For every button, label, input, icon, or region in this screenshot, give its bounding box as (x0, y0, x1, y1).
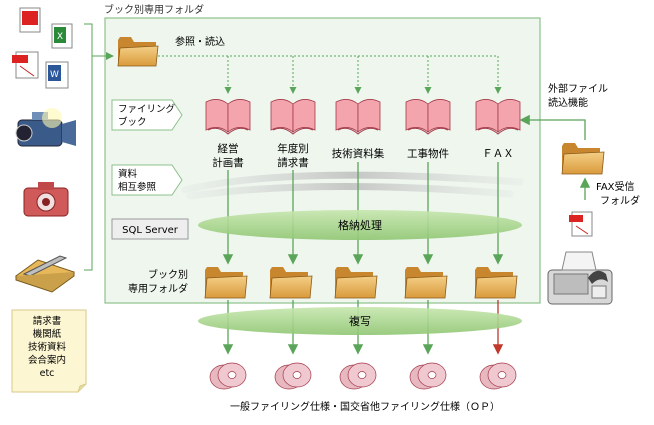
camcorder-icon (15, 108, 76, 147)
book-icon (335, 99, 381, 135)
camera-icon (23, 182, 69, 217)
folder-icon (269, 267, 313, 299)
book-label: 請求書 (277, 156, 309, 169)
svg-text:相互参照: 相互参照 (118, 181, 157, 193)
pdf-icon (569, 211, 593, 237)
folder-icon (474, 267, 518, 299)
folder-row (204, 267, 518, 299)
disc-icon (274, 362, 312, 390)
copy-process-ellipse: 複写 (198, 307, 522, 335)
disc-icon (209, 362, 247, 390)
folder-icon (404, 267, 448, 299)
book-icon (205, 99, 251, 135)
svg-text:etc: etc (40, 368, 55, 379)
svg-text:格納処理: 格納処理 (338, 218, 382, 232)
footer-caption: 一般ファイリング仕様・国交省他ファイリング仕様（ＯＰ） (230, 400, 500, 413)
pdf-icon (19, 7, 41, 33)
svg-text:複写: 複写 (349, 314, 371, 328)
disc-icon (409, 362, 447, 390)
excel-icon: X (51, 23, 73, 49)
book-label: 年度別 (277, 142, 309, 155)
book-icon (405, 99, 451, 135)
book-label: 計画書 (212, 156, 244, 169)
store-process-ellipse: 格納処理 (198, 210, 522, 240)
disc-icon (339, 362, 377, 390)
book-label: 経営 (218, 142, 239, 155)
book-label: 技術資料集 (332, 147, 385, 160)
folder-icon (334, 267, 378, 299)
word-icon: W (45, 61, 69, 89)
document-types-note: 請求書 機関紙 技術資料 会合案内 etc (11, 309, 87, 393)
scanner-icon (14, 255, 76, 293)
disc-icon (479, 362, 517, 390)
svg-text:X: X (57, 32, 63, 42)
svg-text:W: W (50, 70, 59, 80)
svg-text:資料: 資料 (118, 168, 138, 180)
book-icon (475, 99, 521, 135)
disc-row (209, 362, 517, 390)
svg-text:請求書: 請求書 (33, 315, 62, 327)
fax-folder-label: フォルダ (600, 194, 640, 207)
pdf-icon (12, 51, 39, 79)
book-row (205, 99, 521, 135)
book-label: ＦＡＸ (482, 148, 514, 160)
fax-folder-icon (561, 143, 605, 175)
cross-ref-tag: 資料 相互参照 (111, 164, 183, 196)
folder-icon (204, 267, 248, 299)
book-label: 工事物件 (407, 147, 449, 160)
top-folder-label: ブック別専用フォルダ (104, 3, 204, 16)
book-folder-label: 専用フォルダ (128, 282, 188, 295)
sql-server-box: SQL Server (111, 218, 189, 240)
book-folder-label: ブック別 (148, 268, 188, 281)
cross-ref-arcs (181, 171, 524, 200)
book-icon (270, 99, 316, 135)
svg-text:ファイリング: ファイリング (118, 103, 176, 115)
main-panel (104, 17, 541, 304)
svg-text:会合案内: 会合案内 (28, 354, 66, 366)
svg-text:SQL Server: SQL Server (122, 225, 179, 236)
top-folder-icon (117, 37, 159, 67)
external-label: 外部ファイル (548, 82, 608, 95)
external-label: 読込機能 (548, 96, 588, 109)
svg-text:機関紙: 機関紙 (33, 328, 62, 340)
filing-book-tag: ファイリング ブック (111, 99, 183, 131)
svg-text:ブック: ブック (118, 116, 147, 128)
fax-machine-icon (547, 251, 613, 305)
svg-text:技術資料: 技術資料 (28, 341, 67, 353)
input-icons: X W (12, 7, 76, 293)
fax-folder-label: FAX受信 (596, 181, 635, 193)
ref-label: 参照・読込 (175, 35, 225, 48)
